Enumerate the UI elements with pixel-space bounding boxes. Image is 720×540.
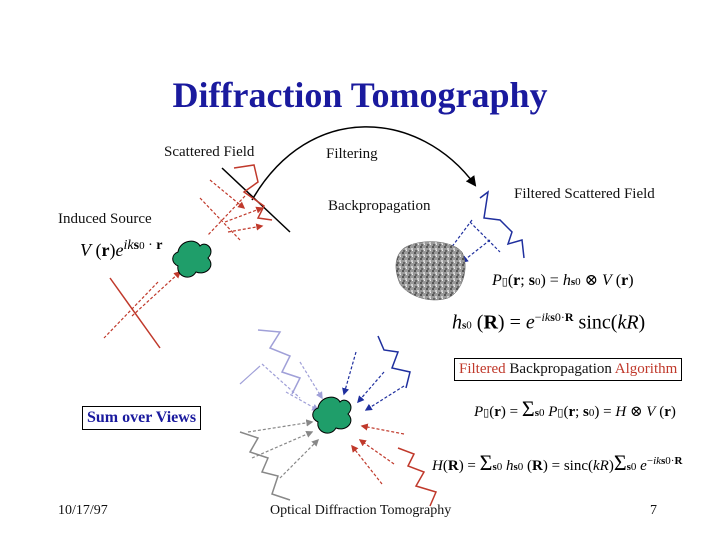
- sum-over-views-label: Sum over Views: [82, 406, 201, 430]
- footer-date: 10/17/97: [58, 503, 108, 519]
- object-shape-top: [173, 241, 211, 277]
- scattered-field-label: Scattered Field: [164, 144, 254, 161]
- filtered-backprop-algorithm-box: Filtered Backpropagation Algorithm: [454, 358, 682, 381]
- scattered-field-group: [200, 165, 290, 240]
- filtering-arc: [252, 127, 475, 200]
- filtered-field-equation: P▯(r; s0) = hs0 ⊗ V (r): [492, 270, 634, 290]
- fbp-part1: Filtered: [459, 361, 509, 377]
- induced-source-label: Induced Source: [58, 211, 152, 228]
- sum-over-views-diagram: [240, 330, 436, 506]
- fbp-part2: Backpropagation: [509, 361, 611, 377]
- footer-title: Optical Diffraction Tomography: [270, 503, 451, 519]
- object-shape-center: [313, 397, 351, 433]
- backpropagation-label: Backpropagation: [328, 198, 430, 215]
- sum-equation: P▯(r) = Σs0 P▯(r; s0) = H ⊗ V (r): [474, 396, 676, 422]
- slide-title: Diffraction Tomography: [0, 74, 720, 116]
- fbp-part3: Algorithm: [612, 361, 677, 377]
- induced-source-equation: V (r)eiks0 · r: [80, 238, 162, 261]
- kernel-equation: hs0 (R) = e−iks0·R sinc(kR): [452, 310, 645, 335]
- filtering-label: Filtering: [326, 146, 378, 163]
- total-kernel-equation: H(R) = Σs0 hs0 (R) = sinc(kR)Σs0 e−iks0·…: [432, 450, 682, 476]
- backprop-blob: [396, 242, 465, 300]
- footer-page-number: 7: [650, 503, 657, 519]
- filtered-scattered-field-label: Filtered Scattered Field: [514, 186, 655, 203]
